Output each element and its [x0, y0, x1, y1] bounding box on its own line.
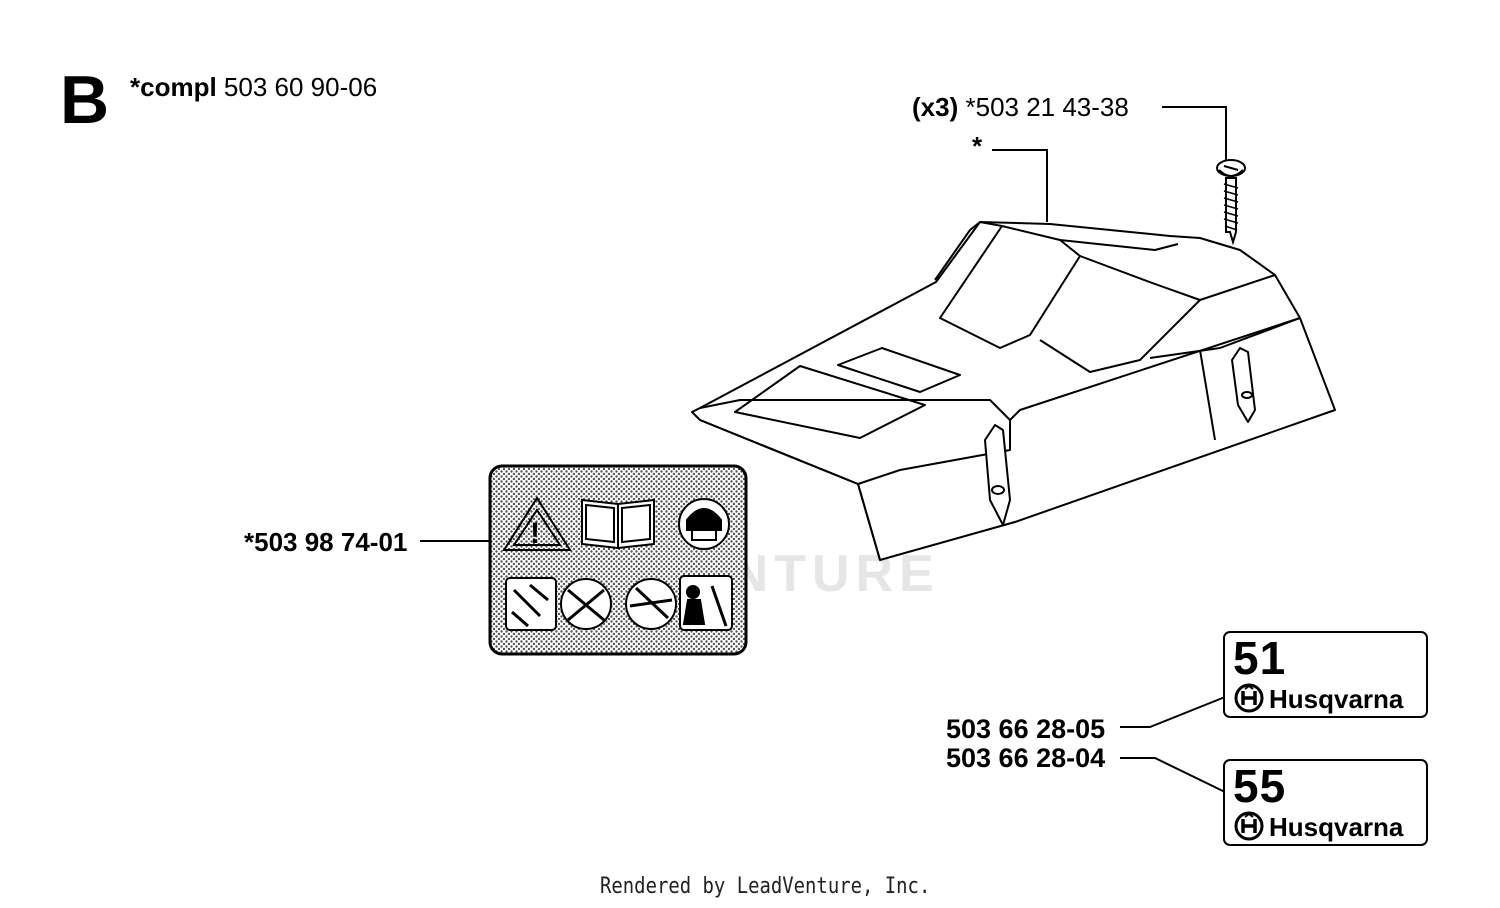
svg-text:!: !	[530, 517, 540, 550]
plate-51-leader	[1120, 696, 1226, 728]
screw-part-label[interactable]: (x3) *503 21 43-38	[912, 94, 1129, 120]
screw-number: *503 21 43-38	[965, 92, 1129, 122]
cover-part-label[interactable]: *	[972, 131, 983, 161]
husqvarna-logo-icon	[1234, 811, 1264, 841]
section-letter: B	[60, 62, 110, 138]
assembly-part-number: *compl 503 60 90-06	[130, 74, 377, 100]
plate-51-brand: Husqvarna	[1269, 684, 1404, 714]
model-plate-55: 55 Husqvarna	[1223, 759, 1428, 846]
screw-qty: (x3)	[912, 92, 959, 122]
husqvarna-logo-icon	[1234, 683, 1264, 713]
plate-51-part-label[interactable]: 503 66 28-05	[946, 714, 1106, 744]
footer-credit: Rendered by LeadVenture, Inc.	[600, 874, 931, 899]
leader-lines	[420, 106, 1227, 793]
warning-decal-icon: !	[488, 464, 748, 656]
assembly-number: 503 60 90-06	[223, 72, 378, 102]
model-plate-51: 51 Husqvarna	[1223, 631, 1428, 718]
cylinder-cover-icon	[691, 221, 1336, 561]
cover-leader	[992, 149, 1048, 222]
plate-51-number: 51	[1233, 632, 1287, 684]
screw-icon	[1216, 159, 1246, 246]
decal-part-label[interactable]: *503 98 74-01	[244, 527, 408, 557]
plate-55-number: 55	[1233, 760, 1287, 812]
assembly-prefix: *compl	[130, 72, 217, 102]
plate-55-leader	[1120, 757, 1226, 793]
screw-leader	[1162, 106, 1227, 160]
plate-55-brand: Husqvarna	[1269, 812, 1404, 842]
plate-55-part-label[interactable]: 503 66 28-04	[946, 743, 1106, 773]
